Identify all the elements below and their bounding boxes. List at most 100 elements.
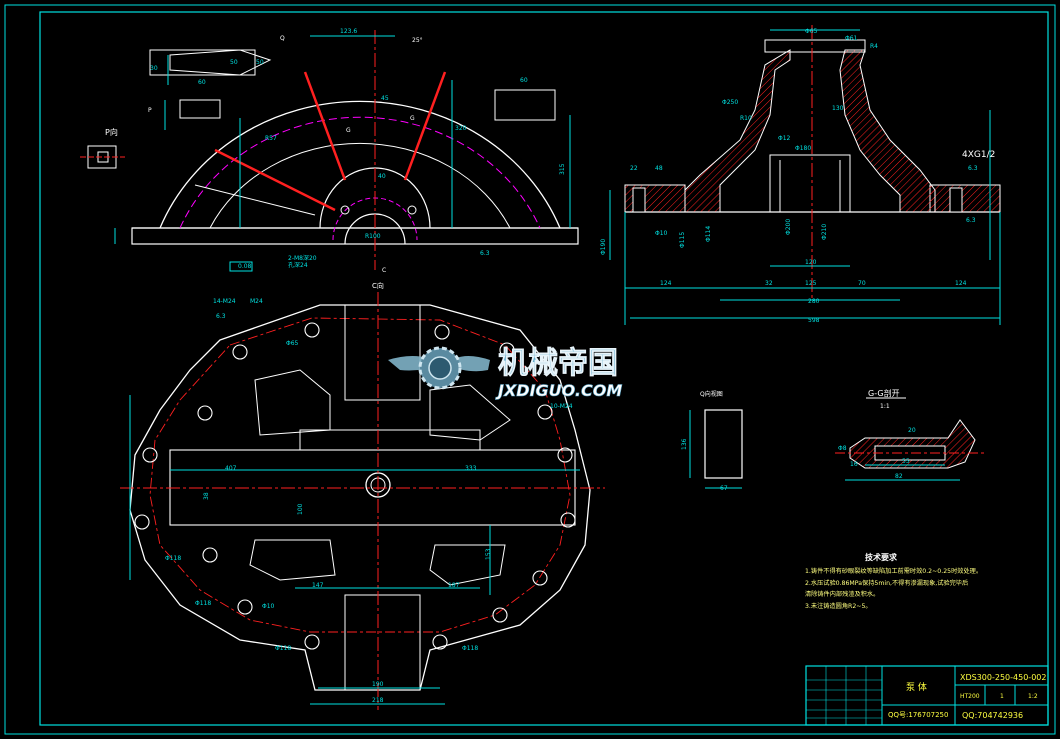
dim-text: 6.3 — [480, 250, 490, 257]
dim-text: 6.3 — [966, 217, 976, 224]
dim-text: Φ61 — [845, 35, 858, 42]
tech-item: 3.未注铸造圆角R2~5。 — [805, 602, 872, 610]
dim-text: Φ190 — [600, 239, 607, 255]
detail-scale: 1:1 — [880, 403, 890, 410]
dim-text: 124 — [660, 280, 672, 287]
top-view: 123.6 25° G G 60 60 50 50 45 320 315 30 … — [80, 28, 579, 290]
dim-text: 50 — [256, 59, 264, 66]
dim-text: 0.08 — [238, 263, 252, 270]
section-top-ring — [764, 39, 866, 53]
top-view-inner-arc — [209, 142, 511, 229]
dim-text: 48 — [655, 165, 663, 172]
watermark-cn: 机械帝国 — [498, 346, 618, 381]
dim-text: 38 — [203, 492, 210, 500]
rib-4 — [194, 184, 316, 216]
bottom-view-cavity — [429, 544, 506, 586]
dim-text: 6.3 — [216, 313, 226, 320]
boss-right — [494, 89, 556, 121]
dim-text: Φ210 — [821, 224, 828, 240]
dim-text: 32 — [765, 280, 773, 287]
watermark-logo: 机械帝国 JXDIGUO.COM — [388, 346, 623, 400]
dim-text: 100 — [297, 503, 304, 515]
dim-text: 10-M24 — [550, 403, 573, 410]
bottom-view-cavity — [249, 539, 336, 581]
gear-hub-icon — [428, 356, 452, 380]
dim-text: 55 — [902, 458, 910, 465]
watermark-en: JXDIGUO.COM — [495, 381, 622, 400]
bottom-view-mid-bar — [299, 429, 481, 451]
dim-text: 6.3 — [968, 165, 978, 172]
tech-title: 技术要求 — [865, 552, 898, 562]
dim-text: 82 — [895, 473, 903, 480]
part-name: 泵 体 — [906, 681, 927, 693]
dim-text: 30 — [150, 65, 158, 72]
top-view-flange — [131, 227, 579, 245]
section-bolt-left — [632, 187, 646, 213]
dim-text: Φ65 — [805, 28, 818, 35]
dim-text: Φ8 — [838, 445, 847, 452]
dim-text: 333 — [465, 465, 477, 472]
bolt-hole — [304, 634, 320, 650]
bolt-hole — [532, 570, 548, 586]
drawing-number: XDS300-250-450-002 — [960, 673, 1046, 682]
dim-text: 136 — [681, 438, 688, 450]
dim-text: 2-M8深20 — [288, 254, 317, 262]
dim-text: G — [346, 127, 351, 134]
dim-text: Φ115 — [679, 232, 686, 248]
bolt-hole — [237, 599, 253, 615]
dim-text: 130 — [832, 105, 844, 112]
qq-right: QQ:704742936 — [962, 711, 1023, 720]
dim-text: 40 — [378, 173, 386, 180]
view-label: Q — [280, 35, 285, 42]
tech-requirements: 技术要求 1.铸件不得有砂眼裂纹等缺陷加工前需时效0.2~0.25时效处理。 2… — [805, 552, 982, 610]
dim-text: Φ118 — [462, 645, 478, 652]
qty: 1 — [1000, 693, 1004, 700]
bolt-hole — [432, 634, 448, 650]
dim-text: Φ118 — [275, 645, 291, 652]
bottom-view: 407 333 147 187 190 218 Φ118 Φ118 Φ118 Φ… — [120, 292, 605, 710]
dim-text: Φ10 — [262, 603, 275, 610]
dim-text: Φ10 — [655, 230, 668, 237]
detail-title: G-G剖开 — [868, 388, 900, 398]
section-bore — [769, 154, 851, 213]
hole-top-2 — [407, 205, 417, 215]
dim-text: 60 — [520, 77, 528, 84]
bolt-hole — [202, 547, 218, 563]
dim-text: 70 — [858, 280, 866, 287]
dim-text: G — [410, 115, 415, 122]
dim-text: Φ180 — [795, 145, 811, 152]
tech-item: 2.水压试验0.86MPa保持5min,不得有渗漏现象,试验完毕后 — [805, 579, 968, 587]
dim-text: R100 — [365, 233, 381, 240]
dim-text: 60 — [198, 79, 206, 86]
dim-text: Φ250 — [722, 99, 738, 106]
dim-text: R4 — [870, 43, 878, 50]
dim-text: M24 — [250, 298, 263, 305]
dim-text: 123.6 — [340, 28, 357, 35]
qq-left: QQ号:176707250 — [888, 711, 948, 719]
bolt-hole — [197, 405, 213, 421]
title-block-grid — [806, 666, 882, 725]
dim-text: Φ200 — [785, 219, 792, 235]
dim-text: R57 — [265, 135, 277, 142]
boss-left-low — [179, 99, 221, 119]
bottom-view-cavity — [254, 369, 331, 436]
dim-text: 50 — [230, 59, 238, 66]
tech-item: 1.铸件不得有砂眼裂纹等缺陷加工前需时效0.2~0.25时效处理。 — [805, 567, 982, 575]
dim-text: Φ118 — [195, 600, 211, 607]
dim-text: 22 — [630, 165, 638, 172]
dim-text: 190 — [372, 681, 384, 688]
dim-text: 598 — [808, 317, 820, 324]
bolt-hole — [232, 344, 248, 360]
bolt-hole — [499, 342, 515, 358]
hole-top-1 — [340, 205, 350, 215]
dim-text: 218 — [372, 697, 384, 704]
section-bolt-right — [949, 187, 963, 213]
dim-text: 147 — [312, 582, 324, 589]
bolt-hole — [492, 607, 508, 623]
bottom-view-cavity — [429, 384, 511, 441]
dim-text: Φ114 — [705, 226, 712, 242]
scale: 1:2 — [1028, 693, 1038, 700]
bolt-hole — [537, 404, 553, 420]
section-view: Φ65 Φ61 R4 Φ250 130 R10 Φ12 Φ180 22 48 Φ… — [600, 25, 1001, 325]
